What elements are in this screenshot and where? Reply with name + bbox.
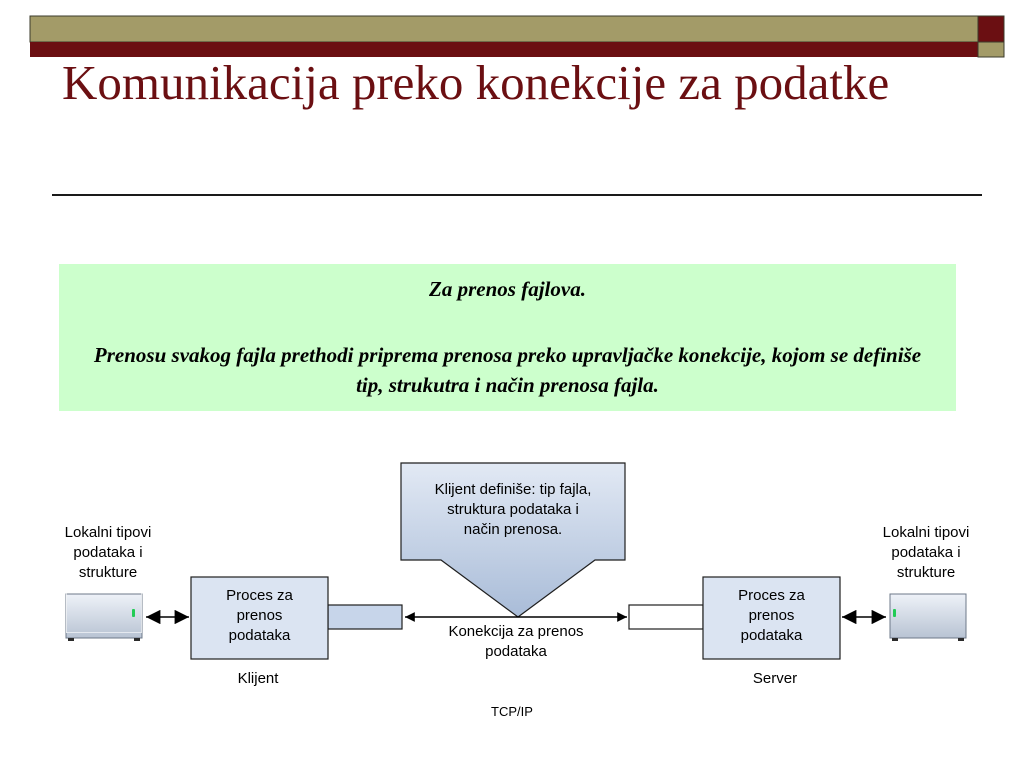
disk-drive-icon: [65, 588, 143, 641]
note-box: Za prenos fajlova. Prenosu svakog fajla …: [59, 264, 956, 411]
disk-drive-icon: [889, 593, 967, 641]
server-port: [628, 604, 704, 630]
client-process-box: [190, 576, 329, 660]
callout-shape: [400, 462, 626, 618]
client-label: Klijent: [237, 670, 279, 687]
local-types-right-label: Lokalni tipovi podataka i strukture: [882, 524, 970, 581]
client-process-label: Proces za prenos podataka: [226, 587, 293, 644]
top-banner: [29, 15, 1005, 58]
note-body: Prenosu svakog fajla prethodi priprema p…: [93, 343, 922, 397]
callout-label: Klijent definiše: tip fajla, struktura p…: [434, 481, 592, 538]
server-process-box: [702, 576, 841, 660]
page-title: Komunikacija preko konekcije za podatke: [62, 55, 890, 110]
server-process-label: Proces za prenos podataka: [738, 587, 805, 644]
server-label: Server: [752, 670, 798, 687]
local-types-left-label: Lokalni tipovi podataka i strukture: [64, 524, 152, 581]
title-divider: [52, 194, 982, 196]
footer-label: TCP/IP: [491, 704, 533, 719]
connection-label: Konekcija za prenos podataka: [448, 623, 584, 660]
note-heading: Za prenos fajlova.: [429, 277, 586, 301]
client-port: [327, 604, 403, 630]
